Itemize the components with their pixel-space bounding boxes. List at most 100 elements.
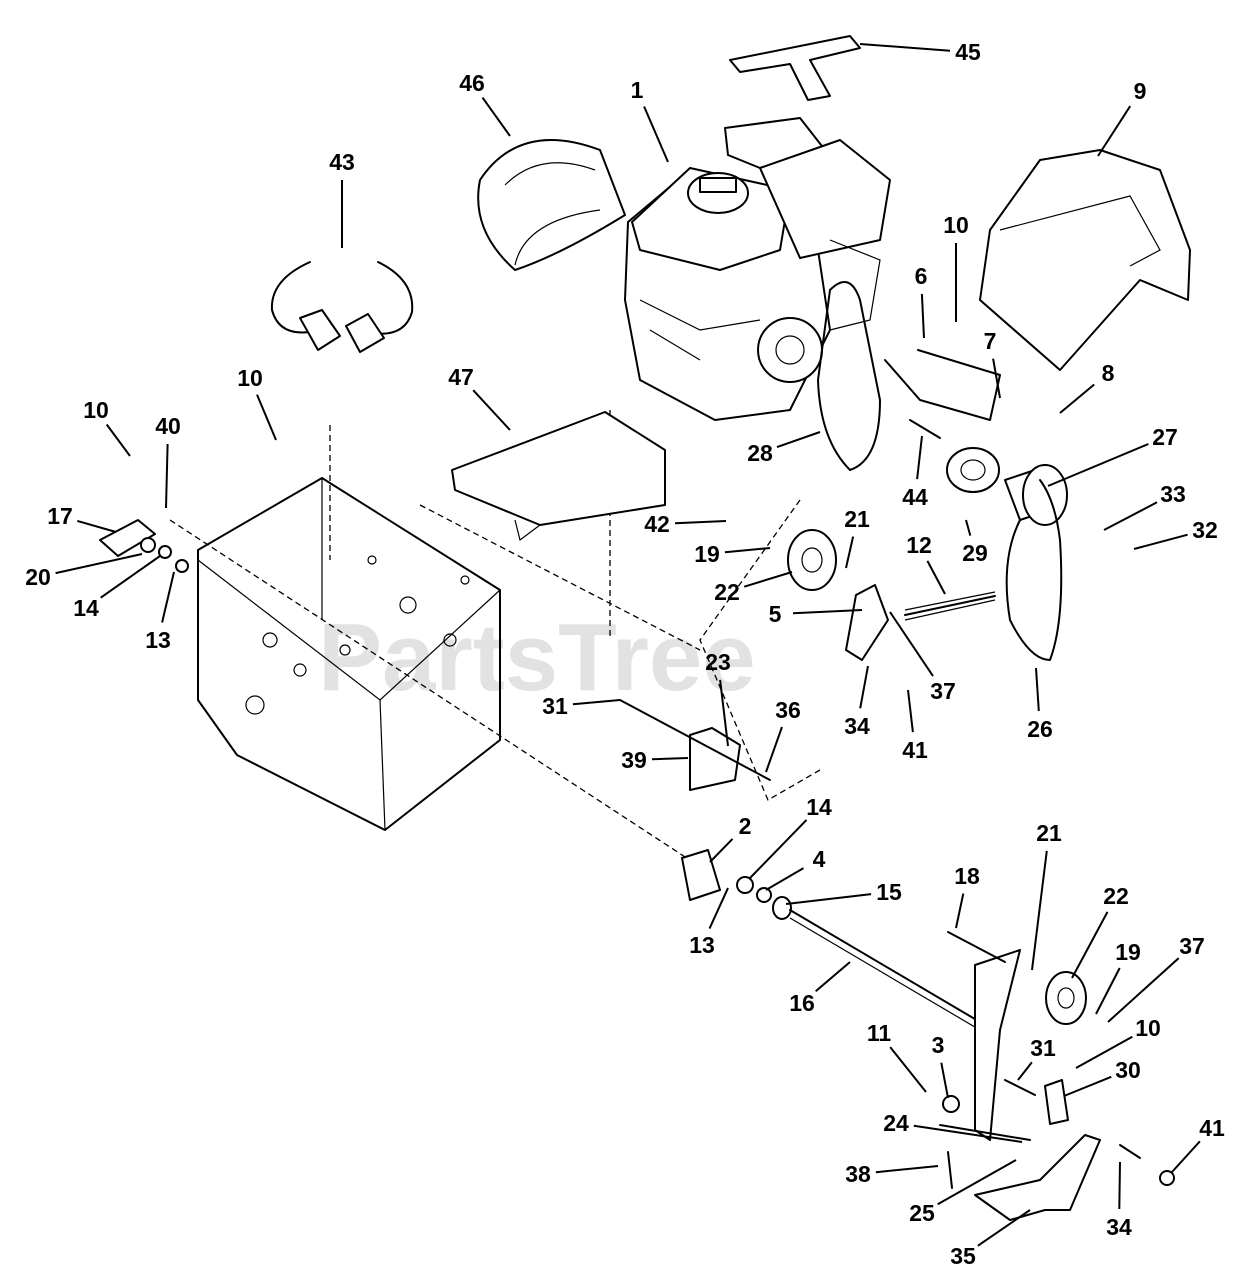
spring-12 [904, 595, 996, 616]
callout-22: 22 [714, 579, 740, 605]
callout-47: 47 [448, 364, 474, 390]
bolt-18 [947, 931, 1006, 963]
callout-20: 20 [25, 564, 51, 590]
belt-28 [817, 281, 881, 471]
pin-31-lower [1004, 1079, 1036, 1096]
rod-44 [884, 349, 1001, 439]
leader-line-21 [1031, 850, 1048, 971]
callout-5: 5 [769, 601, 782, 627]
callout-38: 38 [845, 1161, 871, 1187]
leader-line-9 [1097, 105, 1132, 157]
callout-36: 36 [775, 697, 801, 723]
callout-4: 4 [813, 846, 826, 872]
pulley-29 [946, 447, 1000, 493]
idler-pulley-22-upper [787, 529, 837, 591]
callout-16: 16 [789, 990, 815, 1016]
leader-line-14 [749, 819, 808, 879]
leader-line-45 [859, 43, 951, 52]
callout-46: 46 [459, 70, 485, 96]
leader-line-34 [1118, 1161, 1121, 1210]
callout-14: 14 [806, 794, 832, 820]
callout-13: 13 [689, 932, 715, 958]
leader-line-4 [765, 867, 805, 891]
bracket-2 [681, 849, 721, 901]
callout-17: 17 [47, 503, 73, 529]
callout-21: 21 [844, 506, 870, 532]
callout-25: 25 [909, 1200, 935, 1226]
callout-35: 35 [950, 1243, 976, 1269]
leader-line-33 [1103, 501, 1158, 531]
callout-22: 22 [1103, 883, 1129, 909]
leader-line-39 [651, 757, 689, 761]
callout-27: 27 [1152, 424, 1178, 450]
band-46 [477, 139, 626, 271]
nut-41-lower [1159, 1170, 1175, 1186]
callout-24: 24 [883, 1110, 909, 1136]
leader-line-10 [256, 394, 277, 441]
callout-40: 40 [155, 413, 181, 439]
leader-line-42 [674, 520, 727, 525]
washer-14-lower [736, 876, 754, 894]
callout-44: 44 [902, 484, 928, 510]
leader-line-29 [965, 519, 972, 536]
callout-1: 1 [631, 77, 644, 103]
leader-line-41 [1171, 1140, 1201, 1173]
leader-line-37 [1107, 957, 1180, 1023]
strap-45 [729, 35, 861, 101]
callout-3: 3 [932, 1032, 945, 1058]
callout-7: 7 [984, 328, 997, 354]
leader-line-6 [920, 293, 925, 339]
belt-cover-9 [979, 149, 1191, 371]
leader-line-19 [724, 547, 771, 554]
bracket-5 [845, 584, 889, 661]
watermark: PartsTree [318, 604, 756, 711]
leader-lines [55, 43, 1201, 1247]
leader-line-27 [1047, 443, 1149, 487]
engine [624, 117, 891, 421]
bushing-3 [942, 1095, 960, 1113]
callout-10: 10 [83, 397, 109, 423]
callout-11: 11 [867, 1020, 892, 1046]
pulley-27 [1004, 464, 1068, 526]
leader-line-24 [913, 1124, 1023, 1143]
leader-line-47 [472, 389, 511, 431]
spring-38 [947, 1151, 953, 1189]
callout-41: 41 [902, 737, 928, 763]
leader-line-34 [859, 665, 869, 709]
callout-42: 42 [644, 511, 670, 537]
frame-housing [169, 410, 821, 871]
plate-47 [451, 411, 666, 542]
leader-line-16 [815, 961, 851, 993]
bracket-30 [1044, 1079, 1069, 1125]
leader-line-31 [572, 699, 621, 706]
callout-23: 23 [705, 649, 731, 675]
bushing-4 [756, 887, 772, 903]
belt-26 [1005, 479, 1063, 661]
leader-line-13 [161, 571, 175, 623]
leader-line-21 [845, 536, 855, 569]
leader-line-25 [937, 1159, 1017, 1206]
callout-15: 15 [876, 879, 902, 905]
leader-line-32 [1133, 533, 1188, 550]
callout-26: 26 [1027, 716, 1053, 742]
callout-37: 37 [1179, 933, 1205, 959]
leader-line-19 [1095, 967, 1121, 1015]
callout-10: 10 [237, 365, 263, 391]
callout-18: 18 [954, 863, 980, 889]
leader-line-35 [977, 1209, 1031, 1247]
callout-41: 41 [1199, 1115, 1225, 1141]
callout-21: 21 [1036, 820, 1062, 846]
callout-37: 37 [930, 678, 956, 704]
leader-line-11 [889, 1046, 927, 1093]
leader-line-37 [889, 611, 934, 677]
arm-lower [974, 949, 1021, 1141]
callout-32: 32 [1192, 517, 1218, 543]
leader-line-18 [955, 893, 965, 929]
pin-34-lower [1119, 1144, 1141, 1159]
callout-6: 6 [915, 263, 928, 289]
harness-43 [270, 261, 414, 353]
callout-8: 8 [1102, 360, 1115, 386]
callout-13: 13 [145, 627, 171, 653]
callout-12: 12 [906, 532, 932, 558]
leader-line-3 [940, 1062, 949, 1099]
